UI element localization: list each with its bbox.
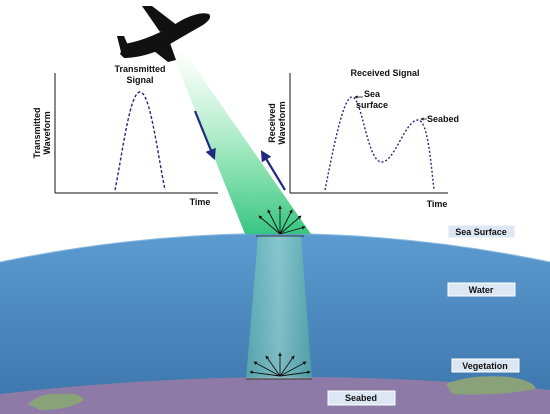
transmitted-xlabel: Time [190,197,211,207]
transmitted-ylabel-line1: Transmitted [32,107,42,158]
transmitted-title-line2: Signal [126,75,153,85]
annotation-seabed: Seabed [427,114,459,124]
received-xlabel: Time [427,199,448,209]
vegetation-patch-left [28,393,84,410]
label-seabed-text: Seabed [345,393,377,403]
laser-beam-cone [171,50,311,234]
annotation-sea-surface-line2: surface [356,100,388,110]
label-seabed: Seabed [327,390,396,406]
laser-beam-column [246,236,312,379]
received-ylabel-line2: Waveform [277,101,287,144]
label-sea-surface: Sea Surface [447,224,516,239]
received-signal-chart: Received Signal Received Waveform Time S… [267,68,459,209]
transmitted-pulse-curve [114,91,166,191]
surface-scatter-rays [258,205,306,235]
seabed-ground [0,376,550,414]
transmitted-title-line1: Transmitted [114,64,165,74]
received-waveform-curve [324,96,435,191]
transmitted-ylabel-line2: Waveform [42,111,52,154]
transmitted-signal-chart: Transmitted Signal Transmitted Waveform … [32,64,218,207]
return-pulse-arrow [260,150,286,191]
label-vegetation-text: Vegetation [462,361,508,371]
outgoing-pulse-arrow [193,110,216,161]
label-sea-surface-text: Sea Surface [455,227,507,237]
airplane-icon [117,6,211,62]
label-water-text: Water [469,285,494,295]
seabed-scatter-rays [249,352,311,377]
received-ylabel-line1: Received [267,103,277,143]
label-water: Water [447,282,516,297]
received-title: Received Signal [350,68,419,78]
label-vegetation: Vegetation [451,358,520,373]
vegetation-patch-right [446,376,536,395]
annotation-sea-surface-line1: Sea [364,89,381,99]
